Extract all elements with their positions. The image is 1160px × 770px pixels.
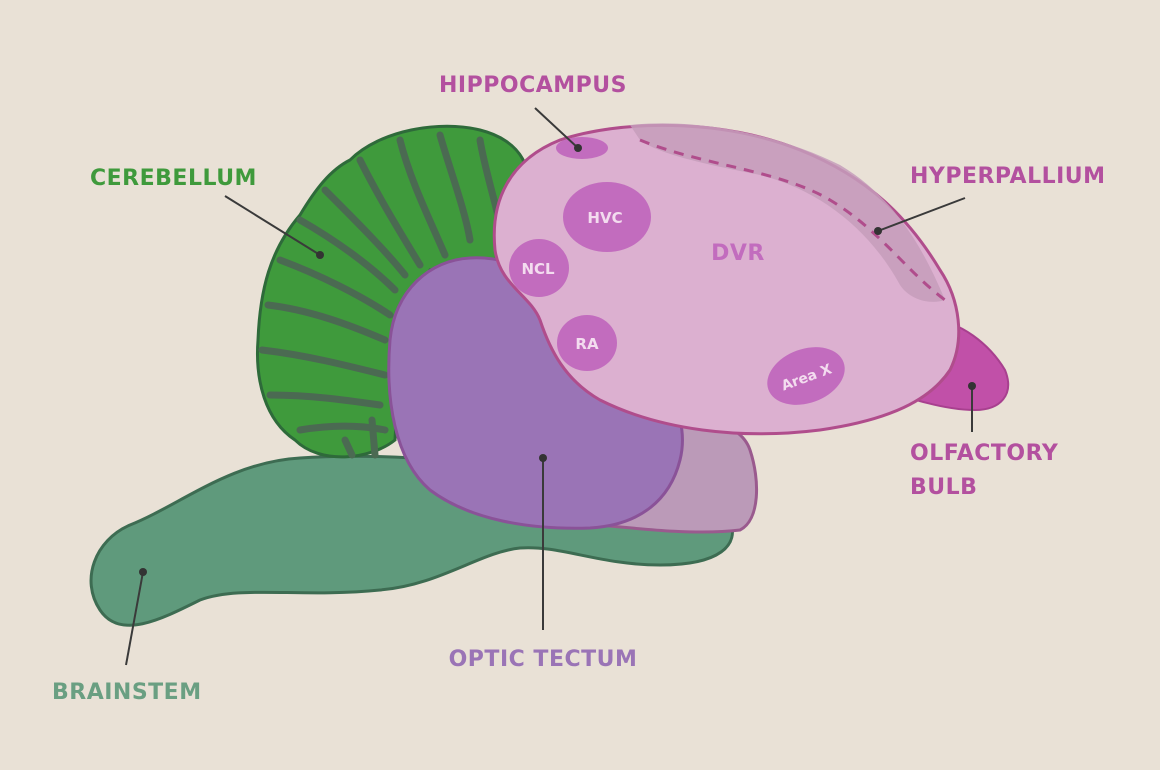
cerebellum-label: CEREBELLUM xyxy=(90,166,257,191)
hvc-label: HVC xyxy=(587,209,622,227)
ra-label: RA xyxy=(575,335,599,353)
hvc-nucleus xyxy=(563,182,651,252)
optic-tectum-label: OPTIC TECTUM xyxy=(449,647,638,672)
hyperpallium-label: HYPERPALLIUM xyxy=(910,164,1106,189)
olfactory-bulb-label-line2: BULB xyxy=(910,475,977,500)
ncl-nucleus xyxy=(509,239,569,297)
olfactory-bulb-label-line1: OLFACTORY xyxy=(910,441,1059,466)
brainstem-label: BRAINSTEM xyxy=(52,680,202,705)
hippocampus-label: HIPPOCAMPUS xyxy=(439,73,627,98)
cerebellum-region xyxy=(256,124,530,459)
hyperpallium-boundary xyxy=(639,138,946,302)
dvr-label: DVR xyxy=(711,241,765,266)
hyperpallium-region xyxy=(630,123,945,302)
leader-lines xyxy=(125,107,976,666)
area-x-nucleus xyxy=(767,347,845,405)
ncl-label: NCL xyxy=(521,260,555,278)
ra-nucleus xyxy=(557,315,617,371)
